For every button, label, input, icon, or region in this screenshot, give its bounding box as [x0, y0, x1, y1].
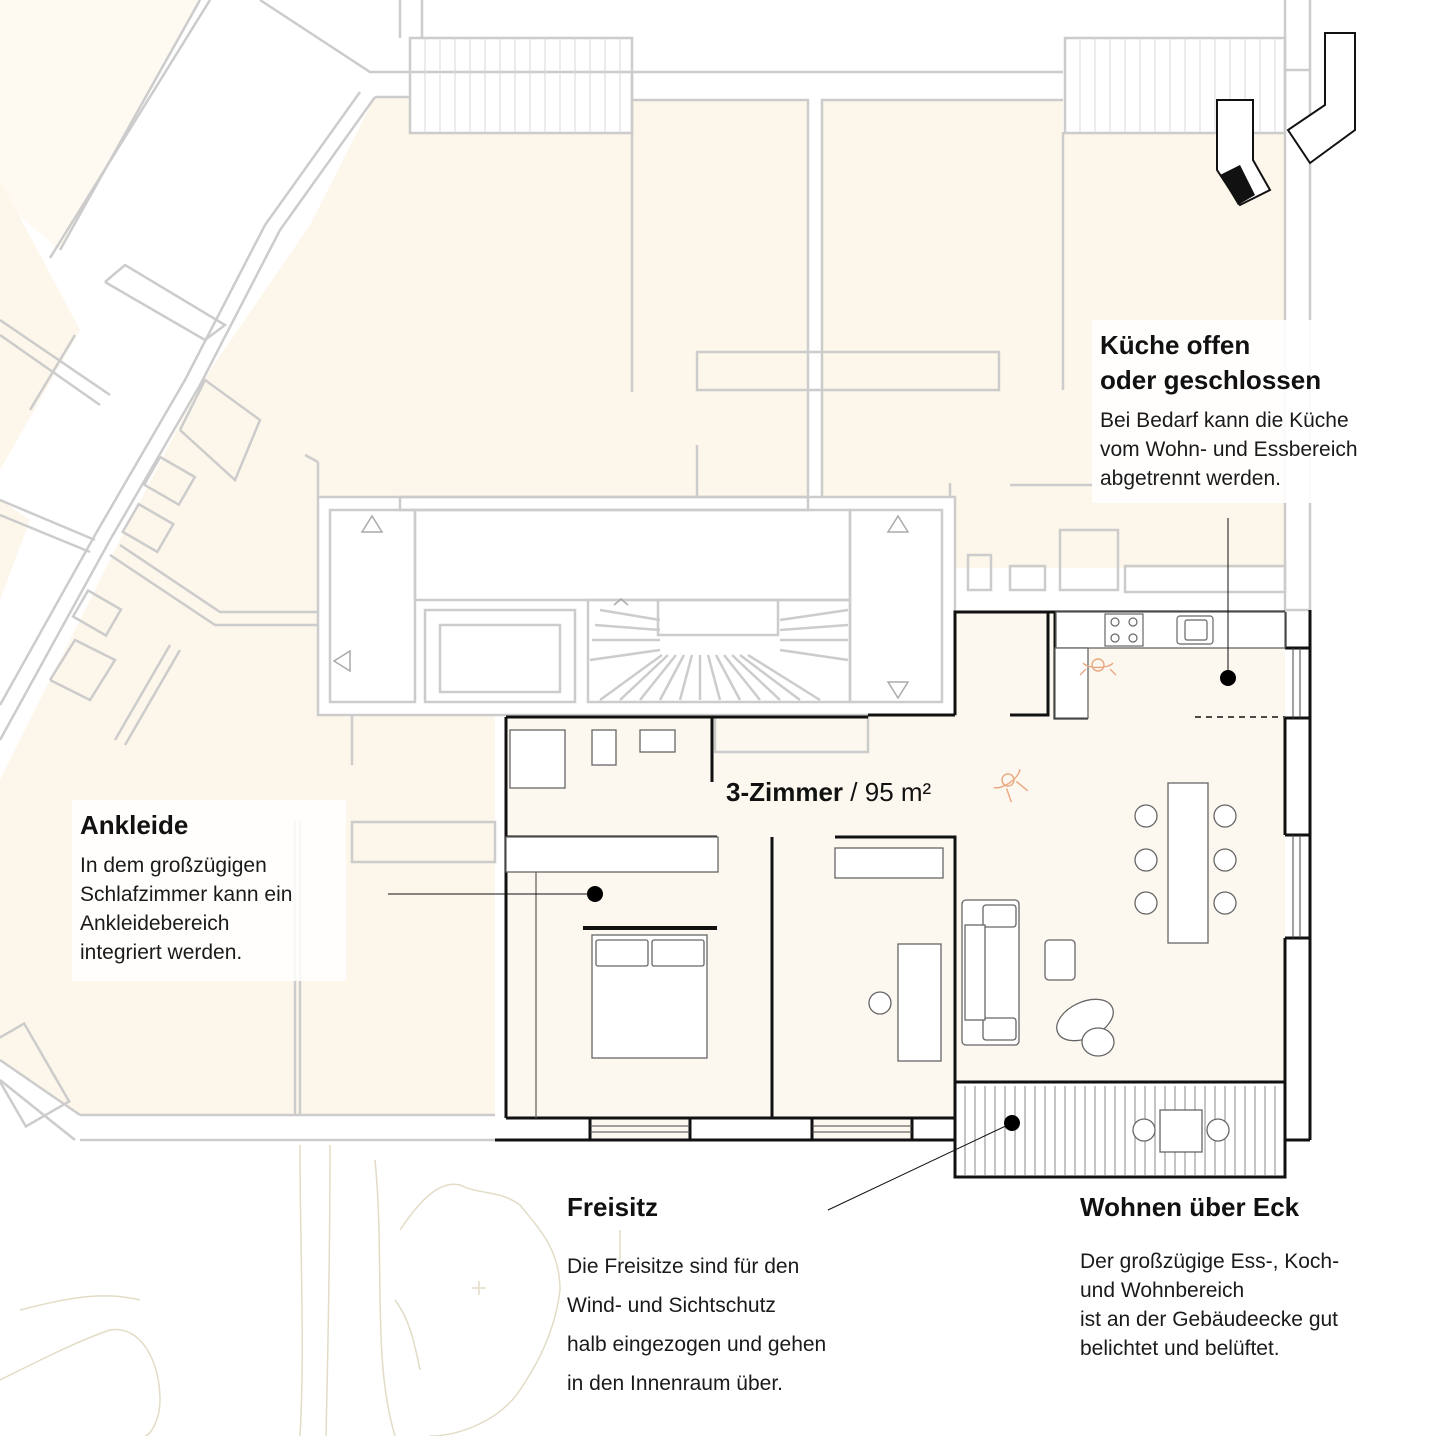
- callout-freisitz-text: Die Freisitze sind für den Wind- und Sic…: [567, 1255, 827, 1395]
- chair-icon: [1206, 1118, 1230, 1142]
- balcony-slats: [424, 38, 1276, 133]
- leader-line-freisitz: [827, 1122, 1013, 1211]
- room-label: 3-Zimmer / 95 m²: [726, 774, 931, 810]
- leader-lines: [388, 518, 1229, 1211]
- furniture: [505, 611, 1286, 1153]
- callout-ankleide-text: In dem großzügigen Schlafzimmer kann ein…: [80, 854, 293, 964]
- callout-kueche-title: Küche offen oder geschlossen: [1100, 330, 1322, 395]
- marker-kueche-icon: [1220, 670, 1236, 686]
- callout-kueche: Küche offen oder geschlossen Bei Bedarf …: [1092, 320, 1418, 503]
- chair-icon: [868, 991, 892, 1015]
- person-icon: [993, 769, 1029, 803]
- callout-ankleide-title: Ankleide: [80, 810, 189, 840]
- terrace-table: [1159, 1109, 1203, 1153]
- landscape-contours: [0, 1144, 621, 1436]
- chair-icons: [868, 804, 1237, 1142]
- stair-arrow-up-icon: [360, 514, 384, 533]
- stair-arrow-up-icon: [886, 514, 910, 533]
- callout-wohnen-title: Wohnen über Eck: [1080, 1192, 1300, 1222]
- room-area: / 95 m²: [850, 777, 932, 807]
- cooktop-icon: [1104, 613, 1144, 647]
- kitchen-island: [1054, 647, 1089, 719]
- callout-ankleide: Ankleide In dem großzügigen Schlafzimmer…: [72, 800, 346, 981]
- context-walls: [0, 0, 1312, 1142]
- desk: [897, 943, 942, 1062]
- callout-wohnen-text: Der großzügige Ess-, Koch- und Wohnberei…: [1080, 1250, 1340, 1360]
- windows: [590, 648, 1301, 1133]
- callout-freisitz-title: Freisitz: [567, 1192, 659, 1222]
- marker-freisitz-icon: [1004, 1115, 1020, 1131]
- chair-icon: [1213, 891, 1237, 915]
- marker-ankleide-icon: [587, 886, 603, 902]
- callout-freisitz: Freisitz Die Freisitze sind für den Wind…: [567, 1190, 897, 1403]
- chimney-shapes: [1216, 32, 1356, 207]
- chair-icon: [1134, 848, 1158, 872]
- chair-icon: [1132, 1118, 1156, 1142]
- stair-arrow-down-icon: [886, 681, 910, 700]
- kitchen-appliances: [1104, 613, 1214, 647]
- callout-kueche-text: Bei Bedarf kann die Küche vom Wohn- und …: [1100, 409, 1358, 490]
- chair-icon: [1213, 804, 1237, 828]
- stair-arrow-icons: [332, 514, 910, 700]
- person-icon: [1079, 658, 1117, 676]
- room-type: 3-Zimmer: [726, 777, 844, 807]
- dining-table: [1167, 782, 1209, 944]
- person-icons: [993, 658, 1117, 803]
- sink-icon: [1176, 615, 1214, 645]
- kitchen-counter: [1055, 611, 1286, 649]
- chair-icon: [1134, 891, 1158, 915]
- chair-icon: [1134, 804, 1158, 828]
- chair-icon: [1213, 848, 1237, 872]
- stair-arrow-left-icon: [332, 649, 351, 673]
- terrace-slats: [964, 1086, 1276, 1175]
- callout-wohnen: Wohnen über Eck Der großzügige Ess-, Koc…: [1080, 1190, 1400, 1363]
- marker-icons: [587, 670, 1236, 1131]
